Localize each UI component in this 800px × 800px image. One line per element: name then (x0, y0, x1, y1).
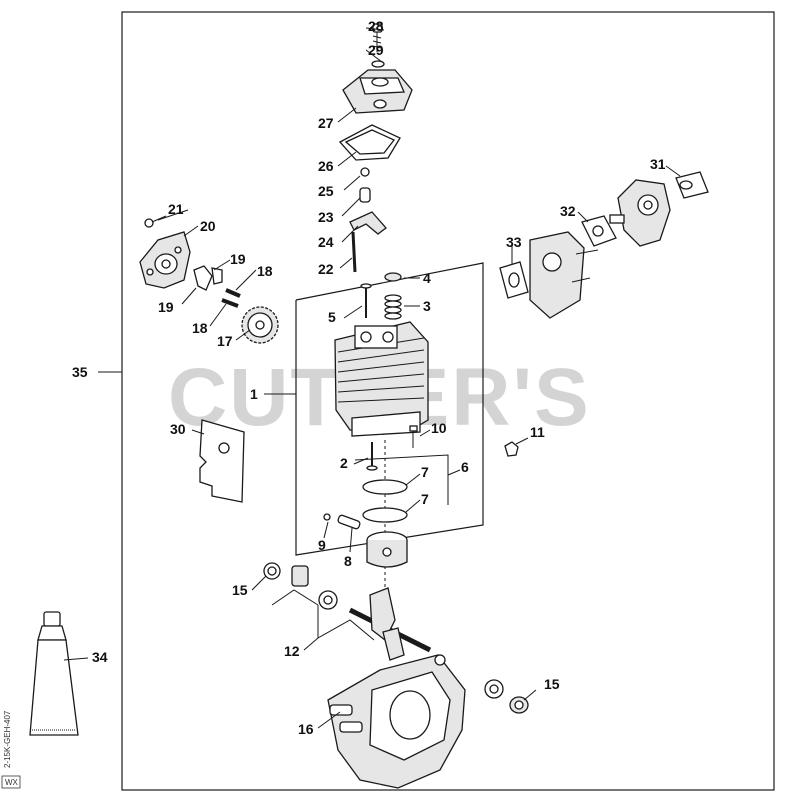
callout-11: 11 (530, 424, 545, 440)
crankshaft (348, 587, 432, 661)
diagram-code: 2-15K-GEH-407 (3, 710, 12, 768)
callout-9: 9 (318, 537, 326, 553)
pushrod-22 (351, 231, 357, 273)
callout-7-upper: 7 (421, 464, 429, 480)
bearing-15-right (484, 679, 504, 699)
piston (366, 531, 408, 568)
callout-4: 4 (423, 270, 431, 286)
lever-19 (193, 265, 223, 291)
clip-9 (323, 513, 331, 521)
callout-6: 6 (461, 459, 469, 475)
ring-7-upper (362, 479, 408, 495)
callout-1: 1 (250, 386, 258, 402)
callout-32: 32 (560, 203, 576, 219)
washer-29 (371, 60, 385, 68)
valve-5 (360, 283, 372, 318)
callout-7-lower: 7 (421, 491, 429, 507)
callout-15-right: 15 (544, 676, 560, 692)
nut-11 (504, 441, 519, 457)
gear-15 (291, 565, 309, 587)
cylinder-1 (334, 321, 429, 437)
callout-15-left: 15 (232, 582, 248, 598)
intake-33 (529, 231, 599, 319)
callout-5: 5 (328, 309, 336, 325)
housing-20 (139, 231, 191, 289)
bearing-12 (318, 590, 338, 610)
callout-29: 29 (368, 42, 384, 58)
callout-33: 33 (506, 234, 522, 250)
callout-26: 26 (318, 158, 334, 174)
callout-18-upper: 18 (257, 263, 273, 279)
seal-15-right (509, 696, 529, 714)
callout-8: 8 (344, 553, 352, 569)
carburetor-31 (609, 179, 671, 247)
callout-20: 20 (200, 218, 216, 234)
callout-23: 23 (318, 209, 334, 225)
callout-19-lower: 19 (158, 299, 174, 315)
callout-28: 28 (368, 18, 384, 34)
crankcase-16 (327, 654, 466, 789)
bracket-12-left (271, 589, 319, 606)
screw-10 (409, 425, 418, 448)
ring-7-lower (362, 507, 408, 523)
gear-17 (241, 306, 279, 344)
diagram-code-2: WX (5, 778, 19, 787)
bearing-15-left (263, 562, 281, 580)
gasket-30 (199, 419, 245, 503)
valve-cover-27 (342, 69, 413, 114)
callout-30: 30 (170, 421, 186, 437)
callout-3: 3 (423, 298, 431, 314)
callout-27: 27 (318, 115, 334, 131)
piston-kit-bracket (354, 454, 449, 505)
gasket-32 (581, 215, 617, 247)
callout-19-upper: 19 (230, 251, 246, 267)
pin-18-upper (225, 288, 241, 298)
retainer-4 (384, 272, 402, 282)
screw-28 (372, 23, 383, 52)
callout-35: 35 (72, 364, 88, 380)
valve-2 (366, 442, 378, 471)
callout-10: 10 (431, 420, 447, 436)
pin-18-lower (221, 298, 239, 308)
rocker-arm-24 (349, 211, 387, 235)
nut-25 (360, 167, 370, 177)
bracket-12-right (317, 619, 375, 641)
spring-3 (384, 294, 402, 320)
spring-23 (359, 187, 371, 203)
leader-lines (63, 27, 681, 729)
callout-31: 31 (650, 156, 666, 172)
callout-2: 2 (340, 455, 348, 471)
callout-16: 16 (298, 721, 314, 737)
assembly-frame (121, 11, 775, 791)
callout-25: 25 (318, 183, 334, 199)
callout-22: 22 (318, 261, 334, 277)
cylinder-kit-frame (295, 262, 484, 556)
callout-34: 34 (92, 649, 108, 665)
callout-24: 24 (318, 234, 334, 250)
grease-tube-34 (29, 611, 79, 736)
screw-21 (144, 215, 167, 228)
gasket-33 (499, 261, 529, 299)
callout-18-lower: 18 (192, 320, 208, 336)
callout-12: 12 (284, 643, 300, 659)
callout-17: 17 (217, 333, 233, 349)
pin-8 (337, 514, 361, 530)
callout-21: 21 (168, 201, 184, 217)
